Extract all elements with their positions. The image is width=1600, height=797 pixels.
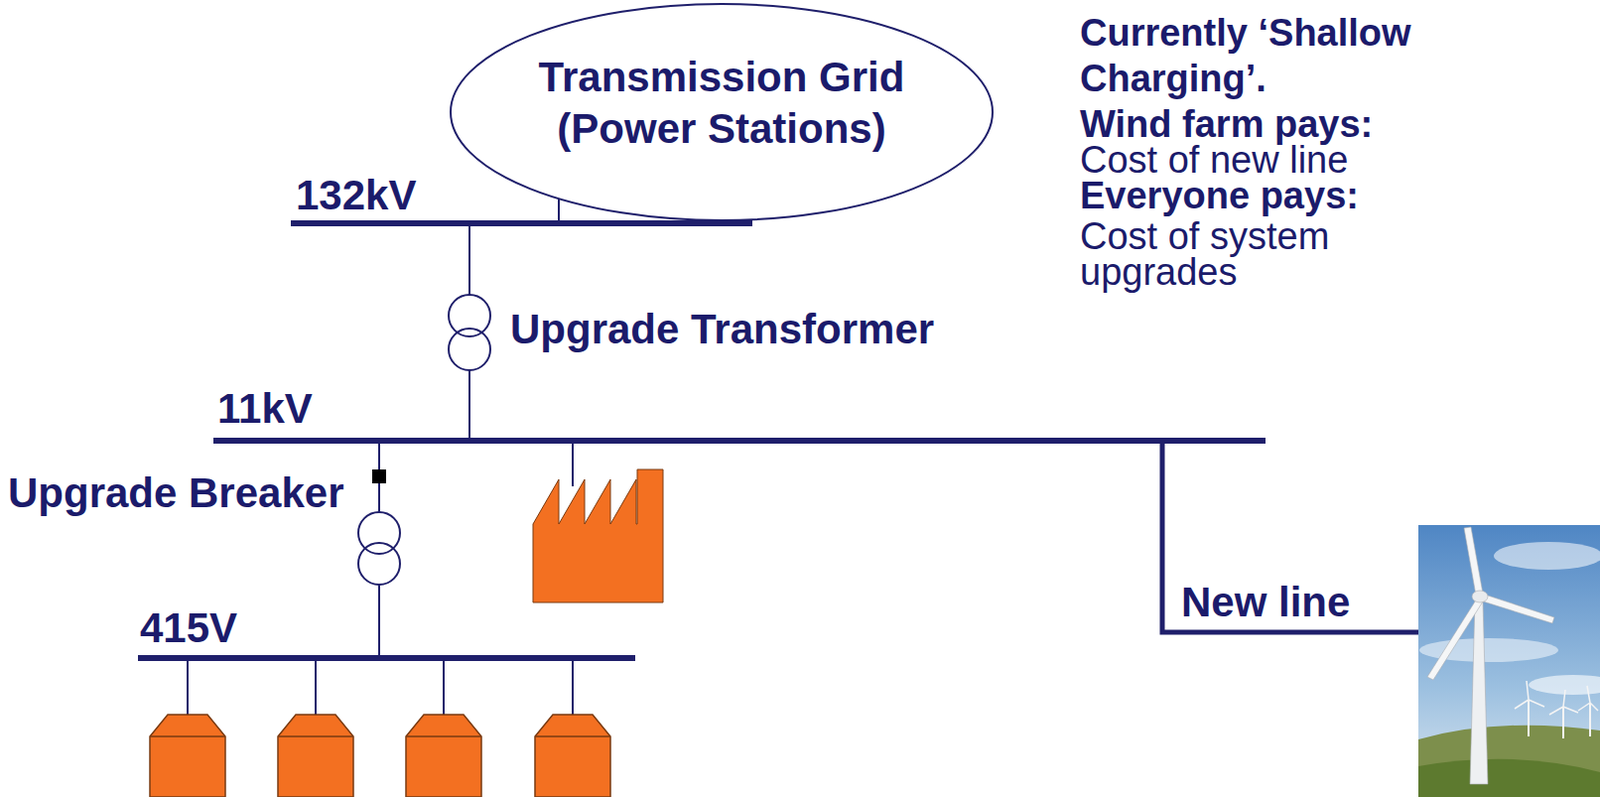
ellipse-outline — [450, 3, 993, 221]
voltage-label: 132kV — [295, 174, 416, 217]
turbine-blade — [1479, 593, 1555, 624]
note-heading: Wind farm pays: — [1079, 105, 1373, 143]
turbine-small — [1589, 702, 1592, 737]
note-text: Cost of system upgrades — [1079, 218, 1448, 290]
house-roof-line — [534, 735, 611, 738]
factory-symbol — [533, 469, 664, 603]
feed-wire — [442, 658, 445, 715]
transformer-winding — [448, 328, 491, 371]
feed-wire — [468, 223, 471, 295]
transformer-winding — [358, 542, 400, 585]
photo-cloud — [1528, 674, 1600, 695]
house-roof-line — [405, 735, 482, 738]
part-label: Upgrade Transformer — [510, 308, 934, 351]
house-symbol — [534, 714, 611, 797]
breaker-symbol — [372, 469, 387, 484]
voltage-label: 11kV — [217, 388, 313, 430]
node-title: Transmission Grid (Power Stations) — [503, 51, 940, 155]
turbine-blade — [1464, 527, 1483, 596]
feed-wire — [571, 658, 574, 715]
house-roof-line — [149, 735, 226, 738]
busbar-415v — [137, 655, 636, 662]
feed-wire — [468, 370, 471, 441]
new-line-wire — [1162, 440, 1419, 633]
feed-wire — [314, 658, 317, 715]
turbine-tower — [1469, 600, 1488, 785]
house-symbol — [405, 714, 482, 797]
note-text: Cost of new line — [1079, 140, 1348, 179]
part-label: New line — [1181, 581, 1350, 624]
feed-wire — [186, 658, 189, 715]
charging-note: Currently ‘Shallow Charging’. — [1079, 9, 1448, 102]
node-text-holder: Transmission Grid (Power Stations) — [448, 1, 995, 223]
photo-cloud — [1493, 541, 1600, 570]
part-label: Upgrade Breaker — [7, 472, 344, 515]
turbine-small — [1578, 685, 1599, 711]
photo-hill — [1418, 725, 1600, 797]
voltage-label: 415V — [139, 607, 238, 650]
turbine-small — [1514, 680, 1545, 709]
house-roof-line — [277, 735, 354, 738]
house-symbol — [149, 714, 226, 797]
turbine-hub — [1471, 590, 1488, 603]
turbine-small — [1562, 706, 1565, 739]
feed-wire — [378, 584, 381, 659]
turbine-blade — [1427, 598, 1483, 680]
transformer-winding — [448, 294, 491, 337]
busbar-11kv — [213, 437, 1266, 444]
house-symbol — [277, 714, 354, 797]
photo-grass — [1418, 759, 1600, 797]
turbine-small — [1549, 689, 1579, 715]
busbar-132kv — [290, 220, 753, 227]
feed-wire — [571, 440, 574, 487]
note-heading: Everyone pays: — [1079, 176, 1359, 215]
grid-ellipse: Transmission Grid (Power Stations) — [448, 1, 995, 223]
turbine-small — [1527, 699, 1530, 737]
